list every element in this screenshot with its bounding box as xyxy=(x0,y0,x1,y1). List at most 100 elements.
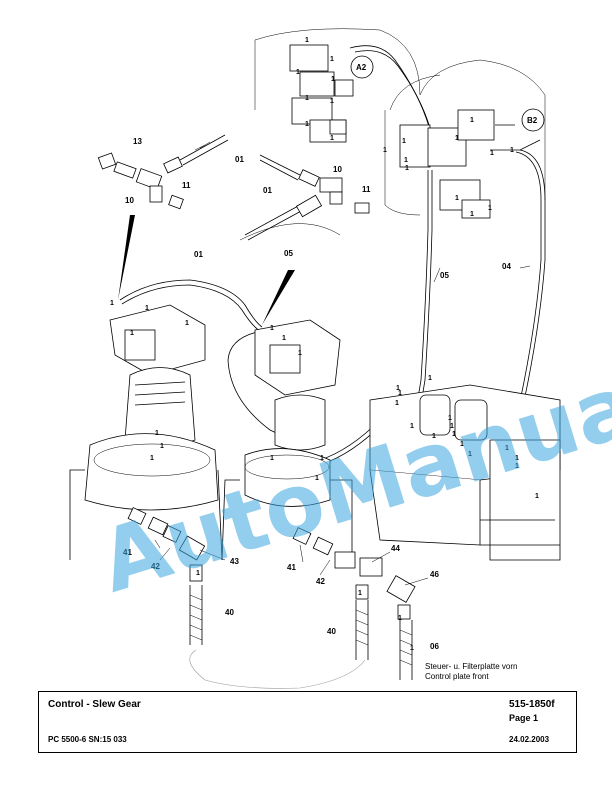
control-plate xyxy=(369,384,561,561)
position-marker: 1 xyxy=(315,475,319,482)
position-marker: 1 xyxy=(448,415,452,422)
position-marker: 1 xyxy=(450,423,454,430)
position-marker: 1 xyxy=(455,135,459,142)
position-marker: 1 xyxy=(515,463,519,470)
position-marker: 1 xyxy=(196,570,200,577)
callout-circle-b2 xyxy=(521,108,545,132)
position-marker: 1 xyxy=(130,330,134,337)
drawing-title: Control - Slew Gear xyxy=(48,699,141,710)
callout-40-left: 40 xyxy=(225,608,234,617)
page-number: Page 1 xyxy=(509,713,539,723)
position-marker: 1 xyxy=(331,76,335,83)
position-marker: 1 xyxy=(145,305,149,312)
callout-44: 44 xyxy=(391,544,400,553)
position-marker: 1 xyxy=(395,400,399,407)
callout-11-middle: 11 xyxy=(362,185,371,194)
position-marker: 1 xyxy=(296,69,300,76)
valve-block-b2: B2 xyxy=(399,108,546,421)
callout-41-left: 41 xyxy=(123,548,132,557)
callout-06: 06 xyxy=(430,642,439,651)
position-marker: 1 xyxy=(305,121,309,128)
callout-42-left: 42 xyxy=(151,562,160,571)
position-marker: 1 xyxy=(358,590,362,597)
background-contours xyxy=(239,28,546,241)
plate-note-german: Steuer- u. Filterplatte vorn xyxy=(425,662,518,671)
hose-05-line-b xyxy=(415,170,429,411)
callout-numbers: 13 10 11 01 01 10 11 05 01 05 04 41 42 4… xyxy=(123,137,511,651)
callout-circle-a2 xyxy=(350,55,374,79)
position-marker: 1 xyxy=(298,350,302,357)
callout-46: 46 xyxy=(430,570,439,579)
machine-model: PC 5500-6 SN:15 033 xyxy=(48,735,127,744)
callout-42-right: 42 xyxy=(316,577,325,586)
hose-05-line xyxy=(419,170,433,411)
callout-10-left: 10 xyxy=(125,196,134,205)
position-marker: 1 xyxy=(515,455,519,462)
position-marker: 1 xyxy=(460,441,464,448)
position-marker: 1 xyxy=(470,211,474,218)
position-marker: 1 xyxy=(428,375,432,382)
callout-04: 04 xyxy=(502,262,511,271)
position-marker: 1 xyxy=(396,385,400,392)
callout-13: 13 xyxy=(133,137,142,146)
position-marker: 1 xyxy=(150,455,154,462)
title-block: Control - Slew Gear 515-1850f Page 1 PC … xyxy=(38,691,577,753)
position-marker: 1 xyxy=(160,443,164,450)
position-marker: 1 xyxy=(488,205,492,212)
callout-05-right: 05 xyxy=(440,271,449,280)
callout-01-top: 01 xyxy=(235,155,244,164)
fitting-group-middle xyxy=(244,154,370,241)
position-marker: 1 xyxy=(185,320,189,327)
leader-wedge-middle xyxy=(262,270,295,325)
leader-lines xyxy=(154,265,531,586)
position-marker: 1 xyxy=(470,117,474,124)
callout-circle-a2-label: A2 xyxy=(356,63,367,72)
position-marker: 1 xyxy=(468,451,472,458)
hose-01-line xyxy=(119,279,263,328)
position-marker: 1 xyxy=(510,147,514,154)
callout-01-hose: 01 xyxy=(194,250,203,259)
leader-wedge-left xyxy=(118,215,135,300)
fitting-group-left xyxy=(97,134,229,210)
position-marker: 1 xyxy=(505,445,509,452)
position-marker: 1 xyxy=(405,165,409,172)
position-marker: 1 xyxy=(110,300,114,307)
hose-01-line-b xyxy=(121,284,261,332)
position-marker: 1 xyxy=(320,455,324,462)
position-marker: 1 xyxy=(330,98,334,105)
plate-note-english: Control plate front xyxy=(425,672,489,681)
position-marker: 1 xyxy=(535,493,539,500)
position-marker: 1 xyxy=(432,433,436,440)
fitting-chain-lower-left xyxy=(127,507,366,689)
position-marker: 1 xyxy=(452,431,456,438)
callout-40-right: 40 xyxy=(327,627,336,636)
plate-note: Steuer- u. Filterplatte vorn Control pla… xyxy=(425,662,518,682)
callout-05-middle: 05 xyxy=(284,249,293,258)
callout-11-left: 11 xyxy=(182,181,191,190)
position-marker: 1 xyxy=(305,37,309,44)
position-marker: 1 xyxy=(330,56,334,63)
callout-01-middle: 01 xyxy=(263,186,272,195)
drawing-date: 24.02.2003 xyxy=(509,735,550,744)
callout-43: 43 xyxy=(230,557,239,566)
callout-10-middle: 10 xyxy=(333,165,342,174)
slew-gear-middle xyxy=(221,319,353,561)
position-marker: 1 xyxy=(330,135,334,142)
slew-gear-left xyxy=(69,304,223,561)
position-marker: 1 xyxy=(410,423,414,430)
position-marker: 1 xyxy=(398,390,402,397)
position-marker: 1 xyxy=(404,157,408,164)
position-marker: 1 xyxy=(398,615,402,622)
position-marker: 1 xyxy=(383,147,387,154)
position-marker: 1 xyxy=(490,150,494,157)
position-marker: 1 xyxy=(402,138,406,145)
position-marker: 1 xyxy=(455,195,459,202)
position-marker: 1 xyxy=(410,645,414,652)
position-marker: 1 xyxy=(305,95,309,102)
drawing-number: 515-1850f xyxy=(509,699,555,710)
position-marker: 1 xyxy=(270,455,274,462)
position-marker: 1 xyxy=(282,335,286,342)
fitting-chain-lower-right xyxy=(292,527,416,680)
